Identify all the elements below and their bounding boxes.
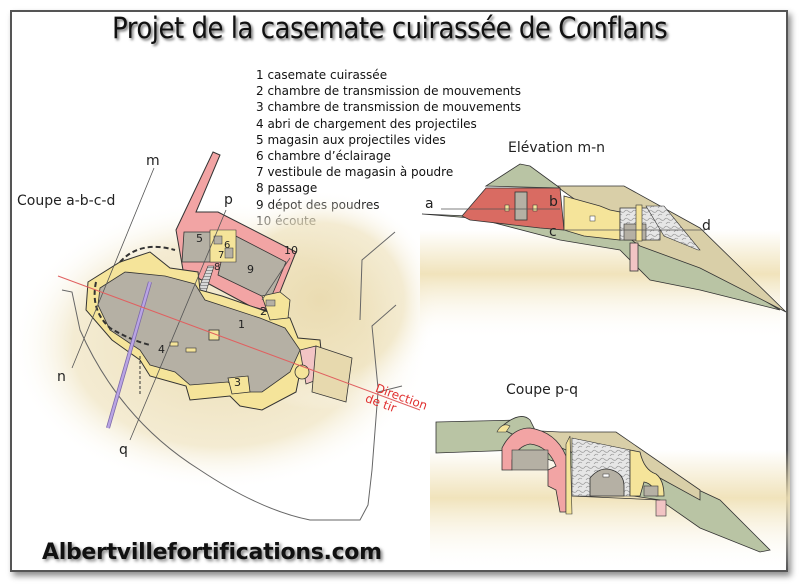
section-pq-title: Coupe p-q — [506, 382, 578, 398]
section-pq-drawing — [430, 416, 790, 570]
legend-item: 1 casemate cuirassée — [256, 68, 388, 82]
legend-item: 6 chambre d’éclairage — [256, 149, 391, 164]
marker-n: n — [57, 369, 66, 385]
plan-title: Coupe a-b-c-d — [17, 193, 116, 209]
room-number: 7 — [218, 250, 225, 261]
room-number: 3 — [234, 376, 241, 389]
room-number: 4 — [158, 343, 165, 356]
leader-line-10 — [261, 257, 291, 301]
casemate-plan — [85, 246, 353, 411]
magazine-block — [175, 151, 297, 313]
room-number: 1 — [238, 318, 245, 331]
legend-item: 7 vestibule de magasin à poudre — [256, 165, 454, 180]
page-title: Projet de la casemate cuirassée de Confl… — [112, 11, 668, 45]
marker-c: c — [549, 224, 557, 240]
marker-q: q — [119, 442, 128, 458]
rail-track — [106, 281, 152, 429]
contour-line — [371, 304, 397, 389]
legend-item: 5 magasin aux projectiles vides — [256, 132, 446, 147]
marker-10: 10 — [284, 244, 298, 257]
contour-line — [359, 231, 396, 321]
room-number: 2 — [260, 305, 267, 318]
direction-of-fire-line — [57, 275, 421, 411]
marker-b: b — [549, 194, 558, 210]
room-number: 5 — [196, 232, 203, 245]
elevation-title: Elévation m-n — [508, 140, 606, 156]
room-number: 9 — [247, 263, 254, 276]
legend-item: 2 chambre de transmission de mouvements — [256, 84, 522, 99]
elevation-drawing — [420, 163, 787, 340]
contour-line — [61, 289, 403, 521]
footer-website: Albertvillefortifications.com — [42, 540, 382, 565]
legend-item: 4 abri de chargement des projectiles — [256, 116, 477, 131]
legend-item: 3 chambre de transmission de mouvements — [256, 100, 522, 115]
section-line-p-q — [129, 209, 227, 441]
section-line-m-n — [71, 167, 155, 369]
marker-m: m — [146, 153, 160, 169]
marker-d: d — [702, 218, 711, 234]
marker-a: a — [425, 196, 434, 212]
room-number: 8 — [214, 262, 221, 273]
room-number: 6 — [224, 240, 231, 251]
marker-p: p — [224, 192, 233, 208]
